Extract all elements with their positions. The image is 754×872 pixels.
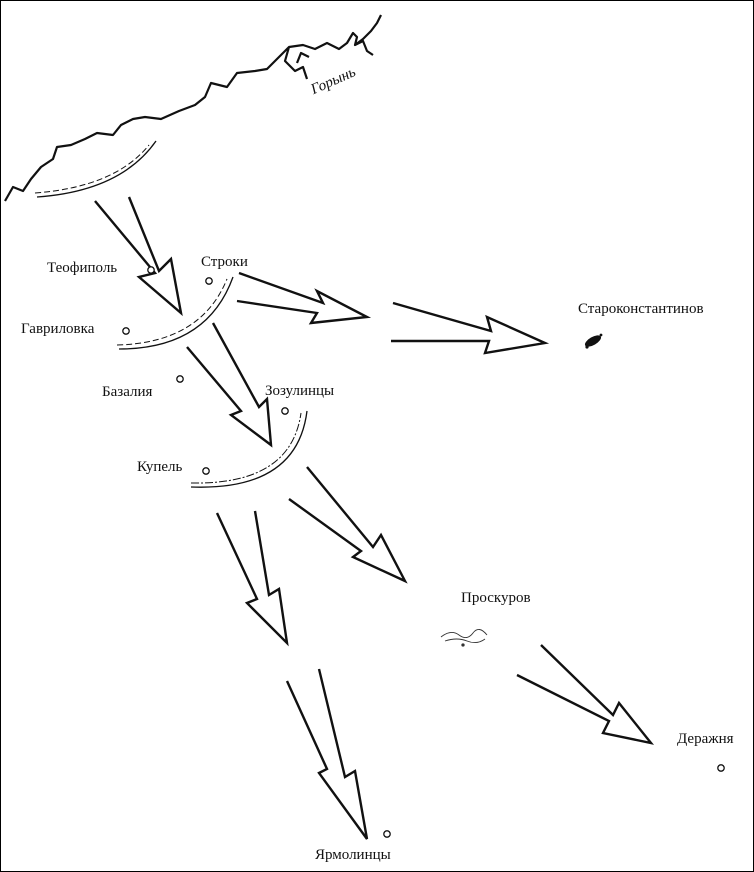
town-marker-bazaliya <box>176 375 184 383</box>
town-marker-teofipol <box>147 266 155 274</box>
town-label-gavrilovka: Гавриловка <box>21 321 95 337</box>
arrow-to-starokonstantinov <box>391 301 550 355</box>
river-goryn-line <box>4 14 382 202</box>
arrow-to-derazhnya <box>516 644 655 745</box>
town-label-yarmolintsy: Ярмолинцы <box>315 847 391 863</box>
town-marker-gavrilovka <box>122 327 130 335</box>
town-marker-yarmolintsy <box>383 830 391 838</box>
town-label-zozulintsy: Зозулинцы <box>265 383 335 399</box>
front-line-1 <box>34 140 157 198</box>
town-marker-zozulintsy <box>281 407 289 415</box>
town-label-stroki: Строки <box>201 254 248 270</box>
arrow-kupel-south <box>215 510 289 647</box>
arrow-to-gavrilovka <box>94 196 183 317</box>
town-marker-stroki <box>205 277 213 285</box>
arrow-to-zozulintsy <box>186 322 273 448</box>
town-label-bazaliya: Базалия <box>102 384 153 400</box>
city-symbol-proskurov <box>440 629 488 647</box>
town-label-starokonstantinov: Староконстантинов <box>578 301 704 317</box>
town-label-derazhnya: Деражня <box>677 731 734 747</box>
town-marker-kupel <box>202 467 210 475</box>
arrow-to-proskurov <box>288 466 408 584</box>
front-line-2 <box>116 276 234 350</box>
town-label-proskurov: Проскуров <box>461 590 531 606</box>
front-line-3 <box>190 410 308 488</box>
arrow-stroki-east <box>236 271 372 325</box>
town-label-teofipol: Теофиполь <box>47 260 118 276</box>
arrow-to-yarmolintsy <box>285 668 369 840</box>
town-marker-derazhnya <box>717 764 725 772</box>
town-label-kupel: Купель <box>137 459 183 475</box>
city-symbol-starokonstantinov <box>584 333 603 349</box>
